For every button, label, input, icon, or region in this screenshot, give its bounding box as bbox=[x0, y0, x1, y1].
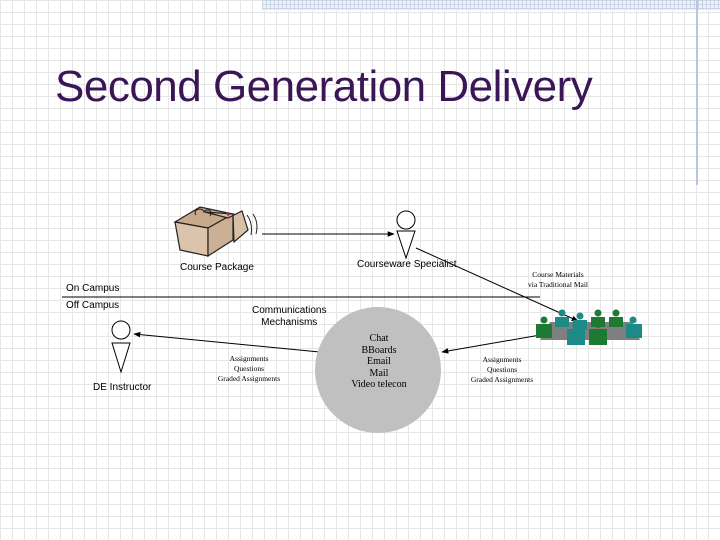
communications-mechanisms-label: Communications Mechanisms bbox=[252, 305, 326, 329]
list-item: Assignments bbox=[229, 354, 269, 363]
box-package-icon bbox=[173, 206, 258, 258]
off-campus-label: Off Campus bbox=[66, 300, 120, 311]
communications-line: Mechanisms bbox=[261, 317, 318, 328]
list-item: Chat bbox=[369, 333, 389, 344]
course-materials-line: via Traditional Mail bbox=[528, 280, 588, 289]
courseware-specialist-label: Courseware Specialist bbox=[357, 259, 457, 270]
instructor-person-icon bbox=[111, 320, 131, 374]
specialist-to-students-arrow bbox=[415, 247, 579, 322]
communications-line: Communications bbox=[252, 305, 327, 316]
list-item: Email bbox=[367, 356, 391, 367]
slide-title: Second Generation Delivery bbox=[55, 62, 593, 111]
mechanisms-to-students-arrow bbox=[441, 332, 547, 354]
list-item: Graded Assignments bbox=[470, 375, 534, 384]
list-item: Mail bbox=[369, 367, 389, 379]
on-campus-label: On Campus bbox=[66, 283, 120, 294]
instructor-to-mechanisms-arrow bbox=[133, 331, 331, 356]
list-item: Graded Assignments bbox=[217, 374, 281, 383]
de-instructor-label: DE Instructor bbox=[93, 382, 152, 393]
left-assignments-list: Assignments Questions Graded Assignments bbox=[214, 354, 284, 384]
right-assignments-list: Assignments Questions Graded Assignments bbox=[466, 355, 538, 385]
course-materials-line: Course Materials bbox=[532, 270, 584, 279]
list-item: Questions bbox=[487, 365, 517, 374]
course-package-label: Course Package bbox=[180, 262, 254, 273]
decorative-right-bar bbox=[696, 0, 698, 185]
decorative-top-band bbox=[262, 0, 720, 10]
list-item: Assignments bbox=[482, 355, 522, 364]
specialist-person-icon bbox=[396, 210, 416, 260]
list-item: BBoards bbox=[361, 344, 397, 356]
list-item: Video telecon bbox=[351, 379, 407, 390]
communications-circle bbox=[315, 307, 441, 433]
course-materials-label: Course Materials via Traditional Mail bbox=[528, 270, 588, 290]
mechanisms-list: Chat BBoards Email Mail Video telecon bbox=[343, 333, 415, 391]
list-item: Questions bbox=[234, 364, 264, 373]
classroom-group-icon bbox=[536, 309, 642, 345]
